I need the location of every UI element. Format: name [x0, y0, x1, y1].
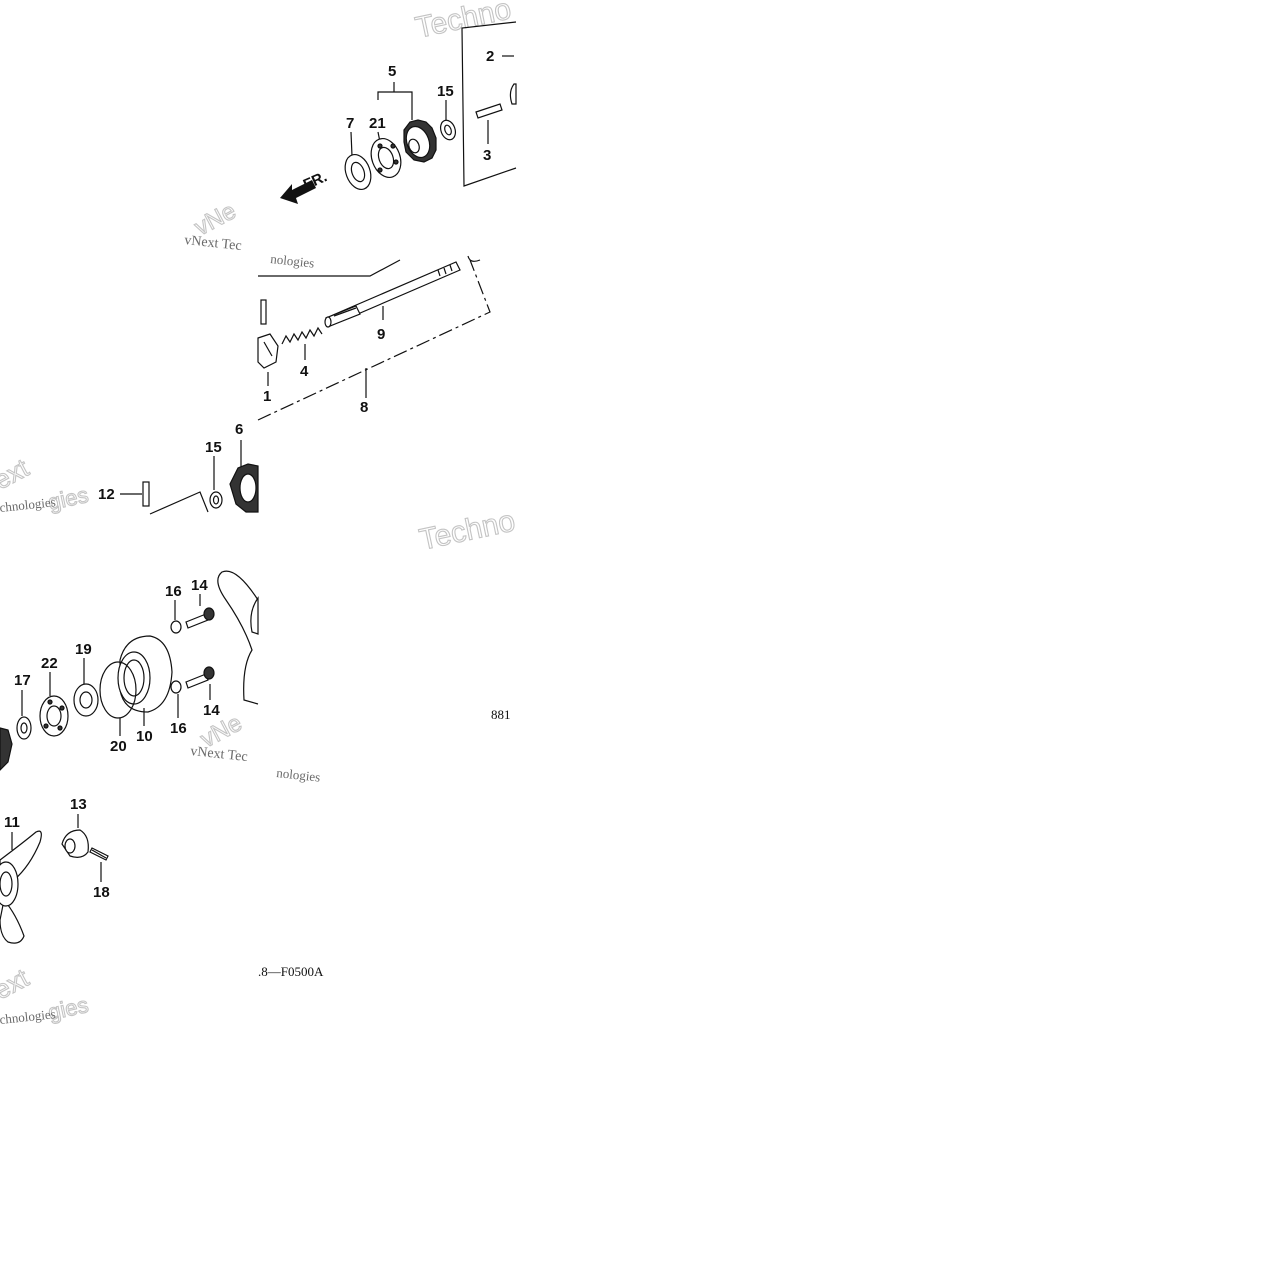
bearing-21-ball-2	[390, 143, 396, 149]
left-upper-fragment: 6 15 12	[98, 421, 259, 515]
watermark-vnext-top: vNext Tec	[184, 233, 243, 254]
gear-6-face	[239, 473, 257, 503]
washer-15-mid-inner	[212, 495, 220, 505]
washer-17-inner	[20, 722, 28, 734]
front-arrow-icon	[280, 180, 316, 204]
watermark-chnologies-left: chnologies	[0, 494, 56, 515]
watermark-techno-top: Techno	[413, 0, 514, 45]
watermark-techno-mid: Techno	[417, 504, 518, 556]
propeller-hub-fragment	[250, 596, 259, 635]
callout-12: 12	[98, 486, 115, 503]
washer-15-top-inner	[444, 124, 452, 136]
front-arrow-label: FR.	[301, 168, 330, 193]
bracket-8-line	[257, 259, 491, 421]
watermark-nologies-top: nologies	[270, 251, 315, 271]
pin-3	[475, 103, 503, 119]
top-panel: 2 5 21 7 15 3	[280, 21, 517, 204]
bearing-21-ball-3	[393, 159, 399, 165]
propeller-11-hub-inner	[0, 871, 13, 897]
callout-2: 2	[486, 48, 494, 65]
bolt-14-upper-head	[203, 607, 215, 621]
small-pin	[260, 299, 267, 325]
callout-9: 9	[377, 326, 385, 343]
shaft-9-spline-line	[333, 307, 357, 317]
reference-code-881: 881	[491, 707, 511, 722]
bearing-22-ball-2	[59, 705, 65, 711]
frame-bracket-right	[461, 21, 517, 187]
callout-19: 19	[75, 641, 92, 658]
bearing-22-ball-4	[43, 723, 49, 729]
washer-16-upper	[170, 620, 182, 634]
watermark-ext-bottom: ext	[0, 962, 34, 1005]
watermark-ext-left: ext	[0, 452, 34, 495]
frame-line-top	[258, 259, 401, 277]
frame-line-left	[149, 491, 209, 515]
bearing-22-inner	[46, 705, 62, 727]
callout-16-lower: 16	[170, 720, 187, 737]
washer-16-lower	[170, 680, 182, 694]
gear-fragment-bottom-left	[0, 727, 13, 771]
oring-20	[99, 661, 137, 719]
washer-7-inner	[350, 161, 366, 183]
callout-11: 11	[4, 814, 20, 831]
bolt-14-lower-head	[203, 666, 215, 680]
callout-10: 10	[136, 728, 153, 745]
bearing-21-inner	[377, 146, 395, 170]
bearing-21-ball-4	[377, 167, 383, 173]
callout-17: 17	[14, 672, 31, 689]
cotter-pin-18-split	[91, 849, 107, 859]
callout-7: 7	[346, 115, 354, 132]
middle-panel: 9 4 1 8	[257, 255, 491, 421]
clutch-1-detail	[263, 341, 273, 357]
shaft-right-fragment	[467, 255, 481, 262]
callout-20: 20	[110, 738, 127, 755]
callout-14-upper: 14	[191, 577, 208, 594]
bearing-21-ball-1	[377, 143, 383, 149]
propeller-panel: 11 13 18	[0, 796, 110, 944]
bracket-5	[377, 82, 413, 120]
clutch-1	[257, 333, 279, 369]
callout-8: 8	[360, 399, 368, 416]
bearing-22-ball-3	[57, 725, 63, 731]
shaft-9-thread	[437, 264, 453, 277]
callout-13: 13	[70, 796, 87, 813]
gear-5-hub	[408, 138, 420, 154]
callout-16-upper: 16	[165, 583, 182, 600]
watermark-vnext-mid: vNext Tec	[190, 744, 249, 765]
callout-15-mid: 15	[205, 439, 222, 456]
bearing-19-inner	[79, 691, 93, 709]
watermark-chnologies-bottom: chnologies	[0, 1006, 56, 1027]
bearing-22-ball-1	[47, 699, 53, 705]
leader-7	[350, 131, 353, 157]
pin-12	[142, 481, 150, 507]
callout-14-lower: 14	[203, 702, 220, 719]
propeller-blade-top	[217, 570, 259, 705]
callout-15-top: 15	[437, 83, 454, 100]
callout-4: 4	[300, 363, 309, 380]
watermark-layer: Techno Techno vNext Tec vNe nologies ext…	[0, 0, 519, 1027]
part-2-fragment	[509, 83, 517, 105]
callout-1: 1	[263, 388, 271, 405]
spring-4	[281, 326, 323, 345]
callout-5: 5	[388, 63, 396, 80]
shaft-9-end	[324, 316, 332, 328]
watermark-nologies-mid: nologies	[276, 765, 321, 785]
diagram-reference-code: .8—F0500A	[258, 964, 324, 979]
callout-18: 18	[93, 884, 110, 901]
propeller-11-blade-lower	[0, 898, 25, 944]
nut-13-bore	[64, 838, 76, 854]
callout-6: 6	[235, 421, 243, 438]
lower-panel: 16 14 16 14 10 20 19 22	[0, 570, 259, 771]
callout-3: 3	[483, 147, 491, 164]
callout-22: 22	[41, 655, 58, 672]
bolt-14-lower	[185, 673, 209, 689]
callout-21: 21	[369, 115, 386, 132]
